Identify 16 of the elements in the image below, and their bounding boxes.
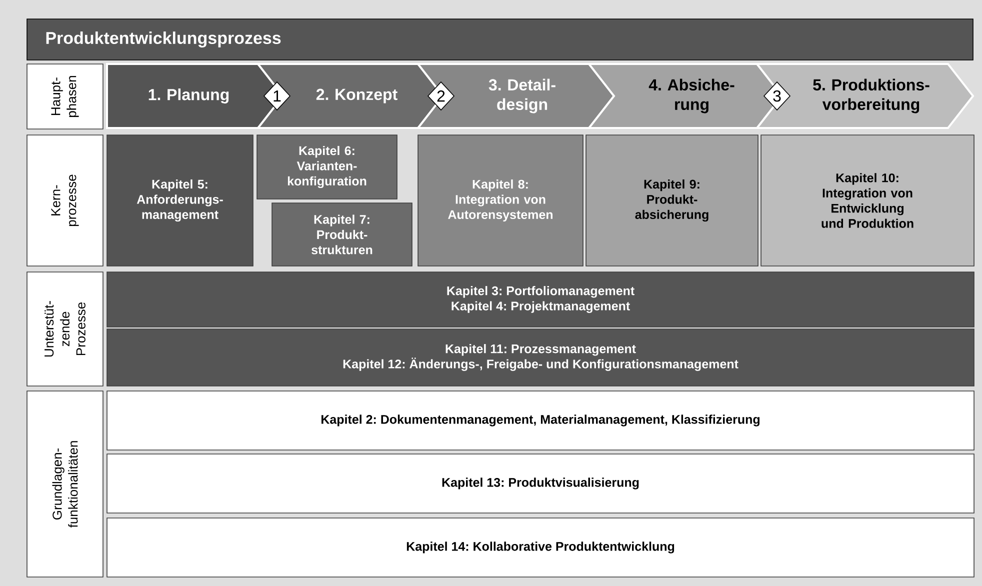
row-label: Kern- prozesse [26, 134, 104, 266]
title-bar: Produktentwicklungsprozess [26, 18, 974, 60]
chapter-box: Kapitel 5: Anforderungs- management [106, 134, 254, 266]
chapter-box: Kapitel 2: Dokumentenmanagement, Materialmanagement, Klassifizierung [106, 390, 974, 450]
chapter-box: Kapitel 11: Prozessmanagement Kapitel 12: Änderungs-, Freigabe- und Konfigurationsmanagement [106, 328, 974, 386]
row-label: Unterstüt- zende Prozesse [26, 272, 104, 386]
chapter-box: Kapitel 7: Produkt- strukturen [272, 202, 412, 266]
chapter-box: Kapitel 14: Kollaborative Produktentwicklung [106, 518, 974, 578]
row-label: Grundlagen- funktionalitäten [26, 390, 104, 578]
chapter-box: Kapitel 10: Integration von Entwicklung und Produktion [760, 134, 974, 266]
row-label: Haupt- phasen [26, 64, 104, 130]
chapter-box: Kapitel 9: Produkt- absicherung [586, 134, 758, 266]
chapter-box: Kapitel 6: Varianten- konfiguration [256, 134, 398, 200]
chapter-box: Kapitel 13: Produktvisualisierung [106, 454, 974, 514]
chapter-box: Kapitel 8: Integration von Autorensystemen [418, 134, 584, 266]
chapter-box: Kapitel 3: Portfoliomanagement Kapitel 4: Projektmanagement [106, 272, 974, 328]
